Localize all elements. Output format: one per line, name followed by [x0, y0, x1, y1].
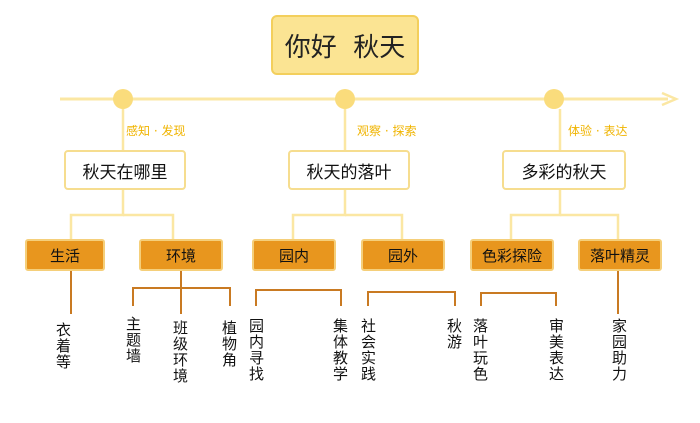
leaf-item: 家园助力 — [610, 318, 628, 382]
leaf-item: 集体教学 — [331, 318, 349, 382]
theme-box-2: 秋天的落叶 — [288, 150, 410, 190]
phase-label-3: 体验 · 表达 — [568, 124, 628, 138]
theme-label: 秋天的落叶 — [306, 162, 392, 183]
phase-label-1: 感知 · 发现 — [126, 124, 186, 138]
timeline-dot-2 — [335, 89, 355, 109]
theme-box-3: 多彩的秋天 — [502, 150, 626, 190]
leaf-item: 衣着等 — [54, 322, 72, 370]
category-label: 环境 — [165, 246, 196, 265]
category-box-huanjing: 环境 — [139, 239, 223, 271]
category-box-shenghuo: 生活 — [25, 239, 105, 271]
timeline-arrow-head — [661, 91, 680, 107]
category-label: 色彩探险 — [481, 246, 542, 265]
title-text: 你好 秋天 — [284, 32, 406, 63]
timeline-dot-3 — [544, 89, 564, 109]
leaf-item: 班级环境 — [171, 320, 189, 384]
category-label: 园外 — [387, 246, 418, 265]
category-box-yuanwai: 园外 — [361, 239, 445, 271]
theme-label: 多彩的秋天 — [521, 162, 607, 183]
leaf-item: 审美表达 — [547, 318, 565, 382]
leaf-item: 落叶玩色 — [471, 318, 489, 382]
category-box-yuannei: 园内 — [252, 239, 336, 271]
theme-label: 秋天在哪里 — [82, 162, 168, 183]
leaf-item: 植物角 — [220, 320, 238, 368]
leaf-item: 秋游 — [445, 318, 463, 350]
theme-box-1: 秋天在哪里 — [64, 150, 186, 190]
category-label: 生活 — [49, 246, 80, 265]
category-box-secai: 色彩探险 — [470, 239, 554, 271]
timeline-dot-1 — [113, 89, 133, 109]
leaf-item: 主题墙 — [124, 316, 142, 364]
leaf-item: 社会实践 — [359, 318, 377, 382]
title-box: 你好 秋天 — [271, 15, 419, 75]
phase-label-2: 观察 · 探索 — [357, 124, 417, 138]
category-box-luoye: 落叶精灵 — [578, 239, 662, 271]
category-label: 园内 — [278, 246, 309, 265]
category-label: 落叶精灵 — [589, 246, 650, 265]
leaf-item: 园内寻找 — [247, 318, 265, 382]
